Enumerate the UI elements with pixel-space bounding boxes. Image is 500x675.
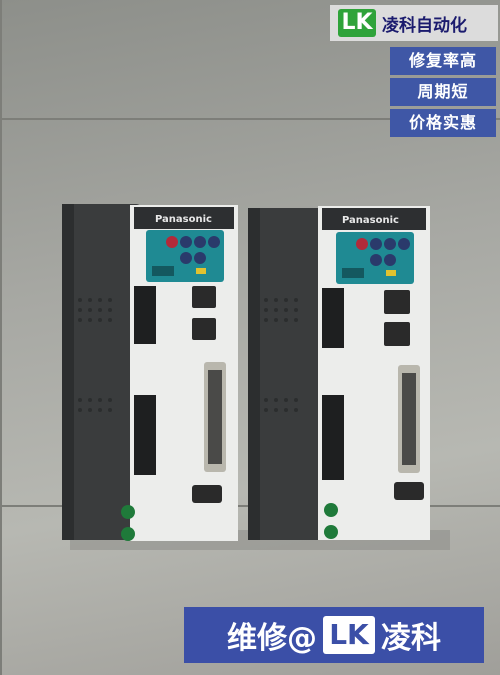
terminal-block: [322, 395, 344, 480]
usb-port: [192, 485, 222, 503]
keypad-button: [166, 236, 178, 248]
keypad-button: [180, 236, 192, 248]
badge-repair-rate: 修复率高: [390, 47, 496, 75]
connector-port: [192, 286, 216, 308]
brand-logo-watermark: LK 凌科自动化: [330, 5, 498, 41]
terminal-block: [134, 286, 156, 344]
connector-port: [384, 290, 410, 314]
floor-tile-seam: [0, 0, 2, 675]
terminal-block: [322, 288, 344, 348]
usb-port: [394, 482, 424, 500]
brand-label: Panasonic: [155, 214, 212, 225]
heatsink-right: [248, 208, 328, 540]
badge-short-cycle: 周期短: [390, 78, 496, 106]
ground-screw: [121, 505, 135, 519]
heatsink-left: [62, 204, 142, 540]
brand-name: 凌科自动化: [382, 15, 467, 36]
ground-screw: [121, 527, 135, 541]
keypad-button: [384, 238, 396, 250]
connector-port: [384, 322, 410, 346]
servo-drive-right: Panasonic: [248, 206, 430, 540]
lk-logo-icon: LK: [323, 616, 375, 654]
connector-port: [192, 318, 216, 340]
repair-banner: 维修@ LK 凌科: [184, 607, 484, 663]
lk-logo-icon: LK: [338, 9, 376, 37]
ground-screw: [324, 525, 338, 539]
keypad-button: [398, 238, 410, 250]
banner-brand: 凌科: [381, 621, 441, 656]
keypad-button: [180, 252, 192, 264]
keypad-button: [370, 238, 382, 250]
banner-text: 维修@: [227, 621, 317, 656]
brand-label: Panasonic: [342, 215, 399, 226]
keypad-button: [208, 236, 220, 248]
servo-drive-left: Panasonic: [62, 204, 238, 541]
floor-tile-seam: [0, 118, 500, 120]
keypad-button: [194, 236, 206, 248]
keypad-button: [194, 252, 206, 264]
keypad-button: [356, 238, 368, 250]
badge-affordable: 价格实惠: [390, 109, 496, 137]
keypad-button: [384, 254, 396, 266]
ground-screw: [324, 503, 338, 517]
terminal-block: [134, 395, 156, 475]
keypad-button: [370, 254, 382, 266]
